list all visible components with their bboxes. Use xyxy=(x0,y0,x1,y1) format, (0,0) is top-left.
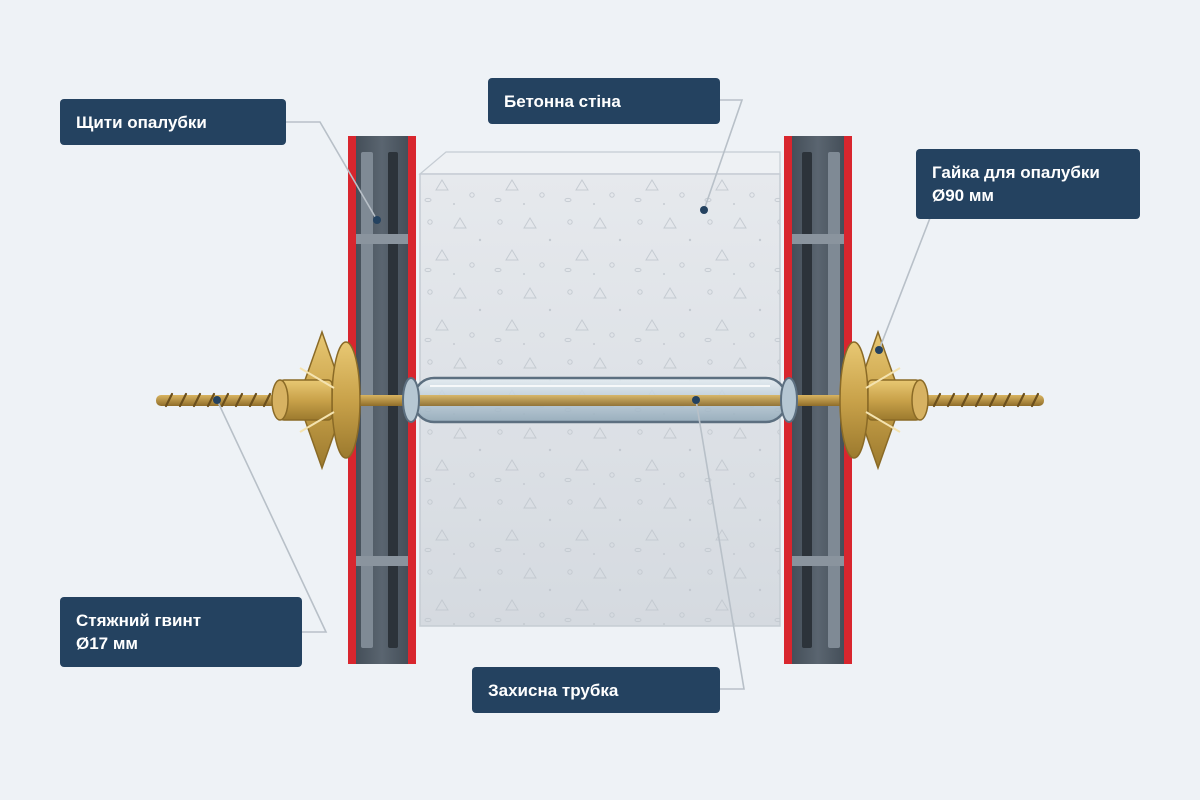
label-text: Бетонна стіна xyxy=(504,91,621,111)
label-protective-tube: Захисна трубка xyxy=(472,667,720,713)
wing-nut-icon xyxy=(839,329,929,471)
wing-nut-icon xyxy=(271,329,361,471)
leader-tie-rod xyxy=(216,399,328,633)
label-text: Ø17 мм xyxy=(76,634,139,653)
label-text: Гайка для опалубки xyxy=(932,163,1100,182)
label-formwork-nut: Гайка для опалубки Ø90 мм xyxy=(916,149,1140,219)
leader-formwork-nut xyxy=(878,217,931,351)
anchor-dot xyxy=(213,396,221,404)
anchor-dot xyxy=(692,396,700,404)
label-text: Ø90 мм xyxy=(932,186,995,205)
label-text: Стяжний гвинт xyxy=(76,611,202,630)
label-formwork-panels: Щити опалубки xyxy=(60,99,286,145)
label-text: Щити опалубки xyxy=(76,112,207,132)
label-concrete-wall: Бетонна стіна xyxy=(488,78,720,124)
leader-lines xyxy=(216,99,931,690)
leader-protective-tube xyxy=(695,399,745,690)
anchor-dot xyxy=(875,346,883,354)
leader-formwork-panels xyxy=(286,121,378,221)
label-text: Захисна трубка xyxy=(488,680,619,700)
leader-concrete-wall xyxy=(703,99,744,211)
anchor-dots xyxy=(213,206,883,404)
protective-tube xyxy=(402,376,798,424)
anchor-dot xyxy=(700,206,708,214)
label-tie-rod: Стяжний гвинт Ø17 мм xyxy=(60,597,302,667)
anchor-dot xyxy=(373,216,381,224)
